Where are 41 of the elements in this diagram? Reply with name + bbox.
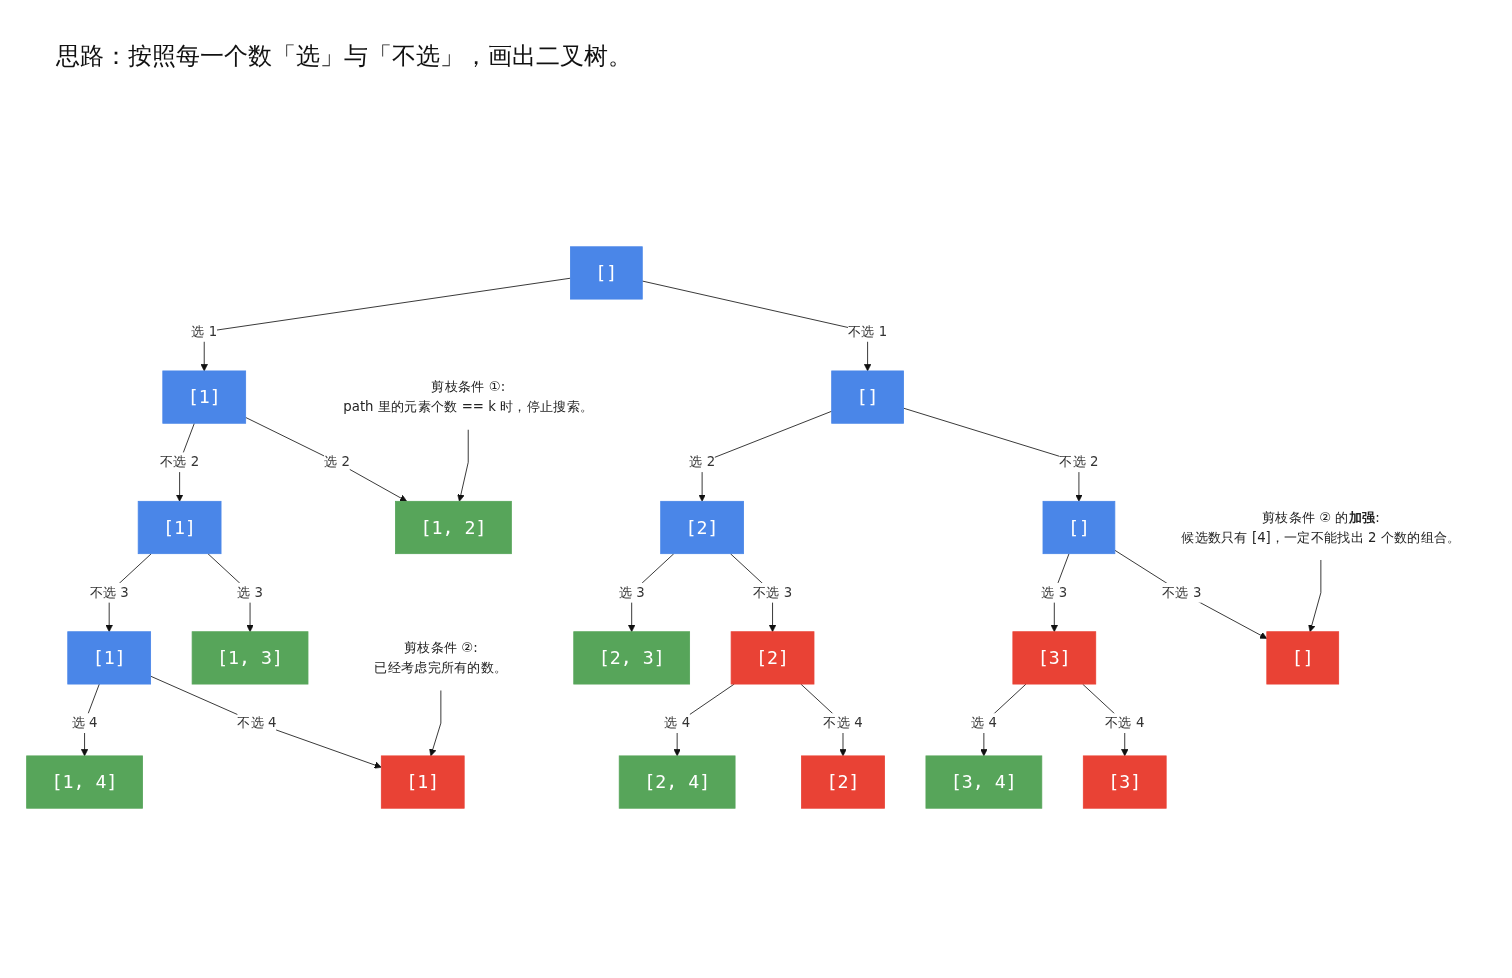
edge-label: 不选 3 [752, 584, 793, 601]
edge-label: 不选 3 [89, 584, 129, 601]
node-box: [2] [660, 500, 744, 555]
node-box: [1, 2] [395, 500, 512, 555]
node-box: [] [831, 370, 904, 424]
node-box: [1, 4] [26, 755, 143, 809]
diagram-title: 思路：按照每一个数「选」与「不选」，画出二叉树。 [56, 41, 632, 72]
node-box: [3] [1082, 755, 1167, 809]
node-box: [1] [67, 631, 151, 685]
node-box: [1] [380, 755, 465, 809]
edge-label: 不选 4 [237, 714, 277, 731]
edge-label: 选 2 [324, 454, 351, 470]
edge-label: 选 3 [618, 584, 645, 601]
node-box: [] [570, 246, 643, 300]
node-box: [1] [137, 500, 222, 555]
node-box: [] [1266, 631, 1340, 685]
node-text: 剪枝条件 ② 的加强: 候选数只有 [4]，一定不能找出 2 个数的组合。 [1181, 509, 1461, 545]
edge-label: 选 4 [970, 714, 997, 731]
node-box: [2] [801, 755, 885, 809]
node-box: [1, 3] [191, 631, 309, 685]
node-text: 剪枝条件 ①: path 里的元素个数 == k 时，停止搜索。 [343, 378, 594, 415]
edge-label: 选 3 [237, 584, 264, 601]
edge-label: 不选 4 [1105, 714, 1145, 731]
node-box: [3, 4] [925, 755, 1043, 809]
node-box: [2, 3] [573, 631, 690, 685]
edge-label: 不选 4 [823, 714, 863, 731]
edge-label: 不选 2 [1059, 454, 1099, 470]
edge-label: 选 1 [191, 323, 218, 340]
node-box: [1] [162, 370, 247, 424]
edge-label: 选 4 [71, 714, 98, 731]
edge-label: 不选 3 [1162, 584, 1202, 601]
node-box: [2] [730, 631, 815, 685]
edge-label: 选 2 [689, 454, 716, 470]
edge-label: 选 4 [664, 714, 691, 731]
node-text: 剪枝条件 ②: 已经考虑完所有的数。 [374, 639, 508, 676]
node-box: [3] [1012, 631, 1097, 685]
edge-label: 选 3 [1041, 584, 1068, 601]
edge-label: 不选 2 [159, 454, 200, 470]
edge-label: 不选 1 [847, 323, 888, 340]
node-box: [] [1042, 500, 1116, 555]
node-box: [2, 4] [618, 755, 736, 809]
